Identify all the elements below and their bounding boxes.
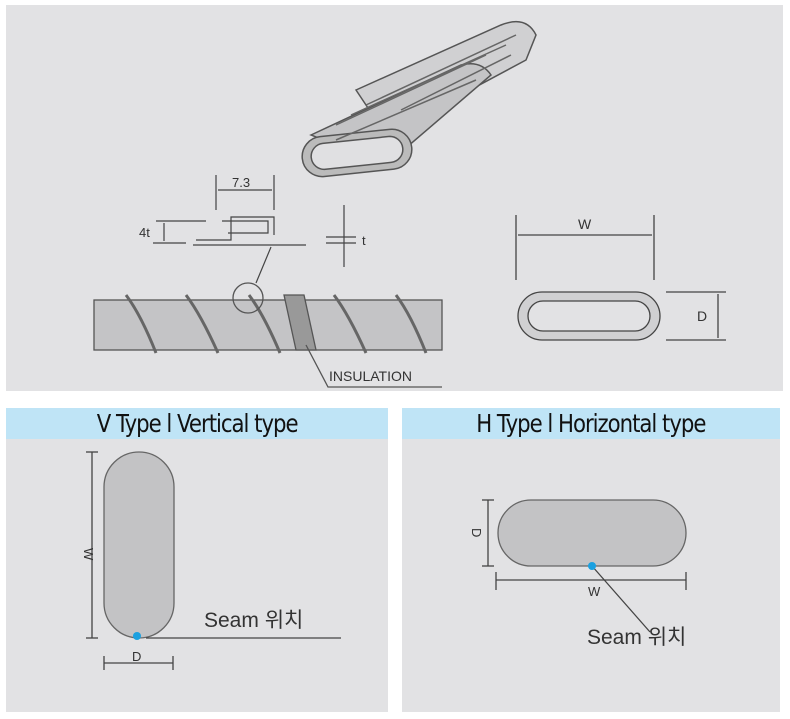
duct-cross-section: [515, 215, 726, 341]
dim-width: W: [578, 216, 592, 232]
horizontal-type-diagram: D W Seam 위치: [469, 499, 687, 649]
duct-overview-diagram: 7.3 4t t INSULATION W D: [93, 20, 726, 388]
duct-side-view: [93, 282, 443, 388]
seam-label: Seam 위치: [204, 609, 303, 632]
dim-seam-height: 4t: [139, 225, 150, 240]
seam-label: Seam 위치: [587, 626, 686, 649]
vertical-type-title: V Type l Vertical type: [6, 408, 388, 439]
duct-overview-panel: 7.3 4t t INSULATION W D: [6, 5, 783, 391]
vertical-type-diagram: W D Seam 위치: [81, 451, 341, 670]
horizontal-type-title: H Type l Horizontal type: [402, 408, 780, 439]
seam-position-marker: [133, 632, 141, 640]
vertical-type-panel: V Type l Vertical type W D Seam 위치: [6, 408, 388, 712]
dim-depth: D: [132, 649, 141, 664]
dim-depth: D: [697, 308, 707, 324]
vertical-duct-shape: [103, 451, 175, 639]
dim-seam-width: 7.3: [232, 175, 250, 190]
horizontal-type-panel: H Type l Horizontal type D W Seam 위치: [402, 408, 780, 712]
seam-position-marker: [588, 562, 596, 570]
insulation-label: INSULATION: [329, 368, 412, 384]
dim-thickness: t: [362, 233, 366, 248]
flat-duct-3d-illustration: [301, 20, 537, 178]
dim-width: W: [81, 548, 96, 561]
dim-width: W: [588, 584, 601, 599]
horizontal-duct-shape: [497, 499, 687, 567]
dim-depth: D: [469, 528, 484, 537]
seam-detail: [153, 175, 356, 284]
